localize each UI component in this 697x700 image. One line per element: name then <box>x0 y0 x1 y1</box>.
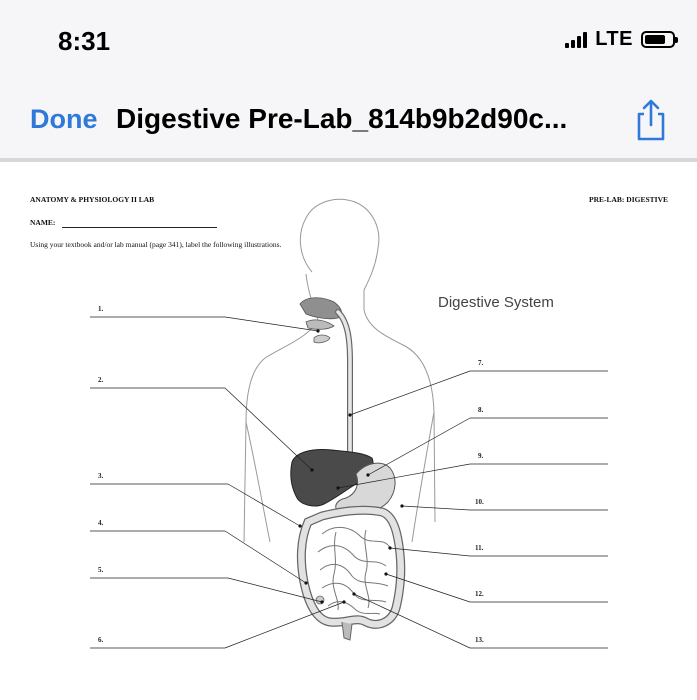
digestive-diagram <box>90 198 608 649</box>
signal-icon <box>565 31 588 48</box>
status-time: 8:31 <box>58 26 111 56</box>
label-number-12: 12. <box>475 590 484 598</box>
label-number-3: 3. <box>98 472 104 480</box>
label-number-4: 4. <box>98 519 104 527</box>
name-line <box>62 227 217 228</box>
label-number-11: 11. <box>475 544 484 552</box>
divider <box>0 158 697 162</box>
label-number-1: 1. <box>98 305 104 313</box>
document-title: Digestive Pre-Lab_814b9b2d90c... <box>116 103 568 134</box>
network-type: LTE <box>595 28 633 50</box>
label-number-2: 2. <box>98 376 104 384</box>
name-label: NAME: <box>30 218 56 227</box>
figure-title: Digestive System <box>438 294 554 311</box>
instructions: Using your textbook and/or lab manual (p… <box>30 240 282 249</box>
share-icon[interactable] <box>632 98 670 142</box>
label-number-9: 9. <box>478 452 484 460</box>
label-number-7: 7. <box>478 359 484 367</box>
nav-bar: Done Digestive Pre-Lab_814b9b2d90c... <box>0 70 697 159</box>
label-number-6: 6. <box>98 636 104 644</box>
label-number-5: 5. <box>98 566 104 574</box>
label-number-8: 8. <box>478 406 484 414</box>
done-button[interactable]: Done <box>30 104 98 134</box>
status-indicators: LTE <box>565 28 678 51</box>
header-right: PRE-LAB: DIGESTIVE <box>589 195 668 204</box>
label-number-13: 13. <box>475 636 484 644</box>
battery-icon <box>641 31 678 48</box>
label-number-10: 10. <box>475 498 484 506</box>
status-bar: 8:31 LTE <box>0 0 697 70</box>
document-page[interactable]: ANATOMY & PHYSIOLOGY II LAB PRE-LAB: DIG… <box>0 162 697 700</box>
header-left: ANATOMY & PHYSIOLOGY II LAB <box>30 195 155 204</box>
